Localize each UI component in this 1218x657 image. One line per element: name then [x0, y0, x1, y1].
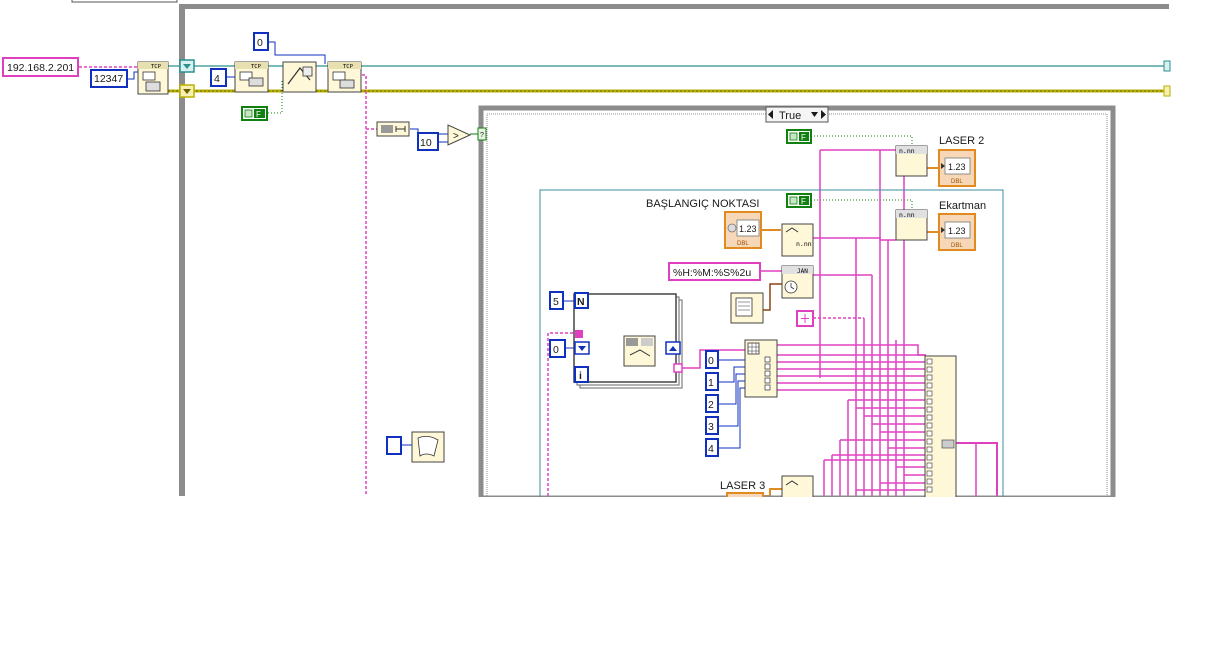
bytes-to-read-text: 4	[214, 73, 220, 85]
top-partial-control	[71, 0, 178, 3]
boolean-false-constant-2[interactable]: F	[786, 129, 812, 144]
selector-prev-icon[interactable]	[768, 110, 773, 119]
wires	[79, 41, 1166, 497]
svg-text:?: ?	[480, 132, 484, 139]
baslangic-noktasi-label: BAŞLANGIÇ NOKTASI	[646, 198, 760, 210]
shift-up-icon	[669, 346, 677, 351]
svg-text:>: >	[453, 131, 459, 142]
tcp-write-node[interactable]: TCP	[234, 61, 269, 93]
index-constant-2[interactable]: 2	[705, 394, 719, 413]
loop-count-terminal-text: N	[577, 296, 585, 308]
format-value-node-1[interactable]: n.nn	[895, 145, 928, 177]
baslangic-value: 1.23	[739, 224, 757, 234]
time-format-constant[interactable]: %H:%M:%S%2u	[668, 262, 761, 281]
format-into-string-node-1[interactable]: n.nn	[781, 223, 814, 257]
loop-output-tunnel	[673, 363, 683, 373]
baslangic-type: DBL	[737, 241, 749, 247]
shift-register-right[interactable]	[665, 341, 681, 355]
iteration-terminal-text: i	[579, 370, 582, 382]
ekartman-value: 1.23	[948, 226, 966, 236]
laser-2-value: 1.23	[948, 162, 966, 172]
shift-register-refnum[interactable]	[179, 59, 195, 73]
shift-register-left[interactable]	[574, 341, 590, 355]
compare-value-constant[interactable]: 10	[417, 132, 439, 151]
loop-count-terminal: N	[574, 292, 589, 309]
loop-string-tunnel	[575, 330, 583, 338]
time-format-text: %H:%M:%S%2u	[673, 267, 751, 279]
boolean-false-text: F	[256, 110, 261, 119]
wait-ms-node[interactable]	[386, 431, 445, 463]
right-tunnel-refnum	[1163, 60, 1171, 72]
index-1-text: 1	[708, 377, 714, 389]
outer-while-loop	[179, 4, 1169, 496]
index-4-text: 4	[708, 443, 714, 455]
bytes-to-read-constant[interactable]: 4	[210, 68, 227, 87]
empty-string-constant[interactable]	[796, 310, 814, 327]
boolean-false-constant-3[interactable]: F	[786, 193, 812, 208]
index-constant-1[interactable]: 1	[705, 372, 719, 391]
index-2-text: 2	[708, 399, 714, 411]
loop-count-constant[interactable]: 5	[549, 291, 564, 310]
index-constant-0[interactable]: 0	[705, 350, 719, 369]
format-date-time-text: JAN	[797, 268, 808, 275]
boolean-false-text-3: F	[801, 197, 806, 206]
compare-value-text: 10	[420, 137, 432, 149]
selector-next-icon[interactable]	[821, 110, 826, 119]
get-date-time-node[interactable]	[730, 292, 764, 324]
timeout-zero-text: 0	[257, 37, 263, 49]
blank-area	[0, 497, 1218, 657]
format-into-string-node-2[interactable]	[781, 475, 814, 499]
laser-2-type: DBL	[951, 179, 963, 185]
type-cast-node[interactable]	[282, 61, 317, 93]
boolean-false-text-2: F	[801, 133, 806, 142]
index-array-node[interactable]	[744, 339, 778, 398]
index-constant-3[interactable]: 3	[705, 416, 719, 435]
format-value-2-text: n.nn	[899, 211, 915, 219]
laser-2-label: LASER 2	[939, 135, 984, 147]
port-constant[interactable]: 12347	[90, 69, 128, 88]
match-pattern-node[interactable]	[623, 335, 656, 367]
baslangic-noktasi-control[interactable]: 1.23 DBL	[724, 211, 762, 249]
shift-register-error[interactable]	[179, 84, 195, 98]
boolean-false-constant[interactable]: F	[241, 106, 268, 121]
build-array-node[interactable]	[924, 355, 957, 499]
tcp-read-label: TCP	[343, 64, 354, 70]
index-constant-4[interactable]: 4	[705, 438, 719, 457]
loop-count-text: 5	[553, 296, 559, 308]
case-selector[interactable]: True	[765, 106, 829, 123]
string-length-node[interactable]	[376, 121, 410, 137]
format-string-1-text: n.nn	[796, 240, 812, 248]
case-selector-label: True	[779, 110, 801, 122]
shift-down-icon-2	[183, 89, 191, 94]
chevron-down-icon[interactable]	[811, 112, 818, 117]
ip-address-text: 192.168.2.201	[7, 62, 74, 74]
port-text: 12347	[94, 73, 123, 85]
right-tunnel-error	[1163, 85, 1171, 97]
shift-init-text: 0	[553, 344, 559, 356]
iteration-terminal: i	[574, 366, 589, 383]
greater-than-node[interactable]: >	[447, 124, 472, 146]
laser-3-label: LASER 3	[720, 480, 765, 492]
tcp-write-label: TCP	[251, 64, 262, 70]
index-0-text: 0	[708, 355, 714, 367]
ip-address-constant[interactable]: 192.168.2.201	[2, 57, 79, 77]
ekartman-indicator[interactable]: 1.23 DBL	[938, 213, 976, 251]
format-date-time-node[interactable]: JAN	[781, 265, 814, 299]
format-value-node-2[interactable]: n.nn	[895, 209, 928, 241]
ekartman-type: DBL	[951, 243, 963, 249]
timeout-zero-constant[interactable]: 0	[253, 32, 269, 51]
shift-down-icon	[183, 64, 191, 69]
tcp-read-node[interactable]: TCP	[327, 61, 362, 93]
tcp-open-connection-node[interactable]: TCP	[137, 61, 169, 95]
laser-2-indicator[interactable]: 1.23 DBL	[938, 149, 976, 187]
tcp-open-label: TCP	[151, 64, 162, 70]
shift-init-constant[interactable]: 0	[549, 339, 566, 358]
format-value-1-text: n.nn	[899, 147, 915, 155]
ekartman-label: Ekartman	[939, 200, 986, 212]
index-3-text: 3	[708, 421, 714, 433]
shift-left-down-icon	[578, 346, 586, 351]
